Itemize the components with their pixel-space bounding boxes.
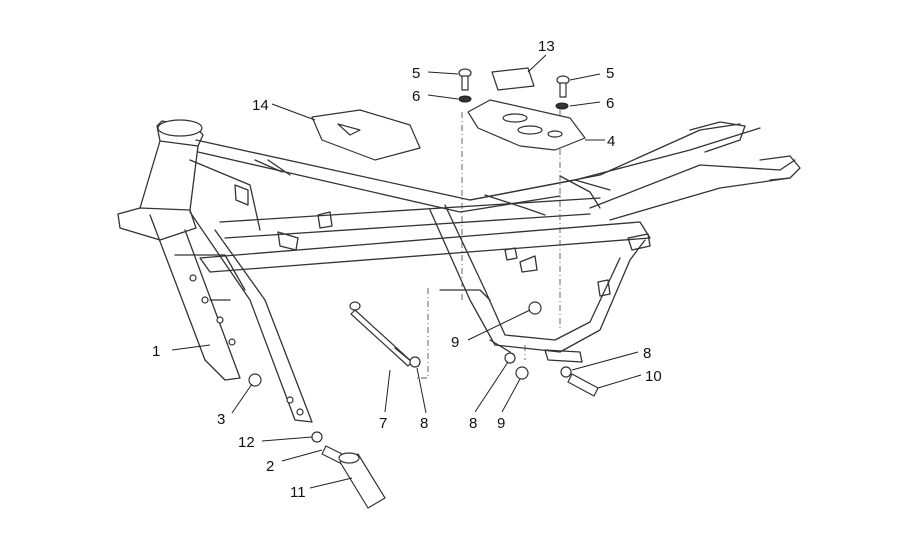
part-6-washer-left xyxy=(458,95,472,103)
callout-3: 3 xyxy=(217,411,225,428)
callout-9-b: 9 xyxy=(497,415,505,432)
callout-6-left: 6 xyxy=(412,88,420,105)
callout-12: 12 xyxy=(238,434,255,451)
callout-5-left: 5 xyxy=(412,65,420,82)
part-3-nut xyxy=(248,373,262,387)
part-9-nut-b xyxy=(515,366,529,380)
callout-13: 13 xyxy=(538,38,555,55)
part-9-nut-a xyxy=(528,301,542,315)
callout-14: 14 xyxy=(252,97,269,114)
part-10-bolt xyxy=(567,373,599,397)
part-5-bolt-left xyxy=(458,68,472,91)
callout-1: 1 xyxy=(152,343,160,360)
callout-6-right: 6 xyxy=(606,95,614,112)
callout-8-b: 8 xyxy=(469,415,477,432)
callout-7: 7 xyxy=(379,415,387,432)
part-8-washer-a xyxy=(409,356,421,368)
callout-9-a: 9 xyxy=(451,334,459,351)
callout-8-c: 8 xyxy=(643,345,651,362)
part-12-washer xyxy=(311,431,323,443)
part-6-washer-right xyxy=(555,102,569,110)
part-8-washer-b xyxy=(504,352,516,364)
part-8-washer-c xyxy=(560,366,572,378)
callout-11: 11 xyxy=(290,484,306,501)
callout-2: 2 xyxy=(266,458,274,475)
motorcycle-frame xyxy=(117,119,801,423)
part-14-cover xyxy=(311,109,421,161)
callout-numbers: 1 2 3 4 5 5 6 6 7 8 8 8 9 9 10 11 12 13 … xyxy=(152,38,662,501)
callout-8-a: 8 xyxy=(420,415,428,432)
callout-5-right: 5 xyxy=(606,65,614,82)
assembly-lines xyxy=(415,110,561,379)
callout-10: 10 xyxy=(645,368,662,385)
part-7-long-bolt xyxy=(349,301,413,367)
leader-lines xyxy=(171,54,642,489)
callout-4: 4 xyxy=(607,133,615,150)
part-5-bolt-right xyxy=(556,75,570,98)
part-13-pad xyxy=(491,67,535,91)
